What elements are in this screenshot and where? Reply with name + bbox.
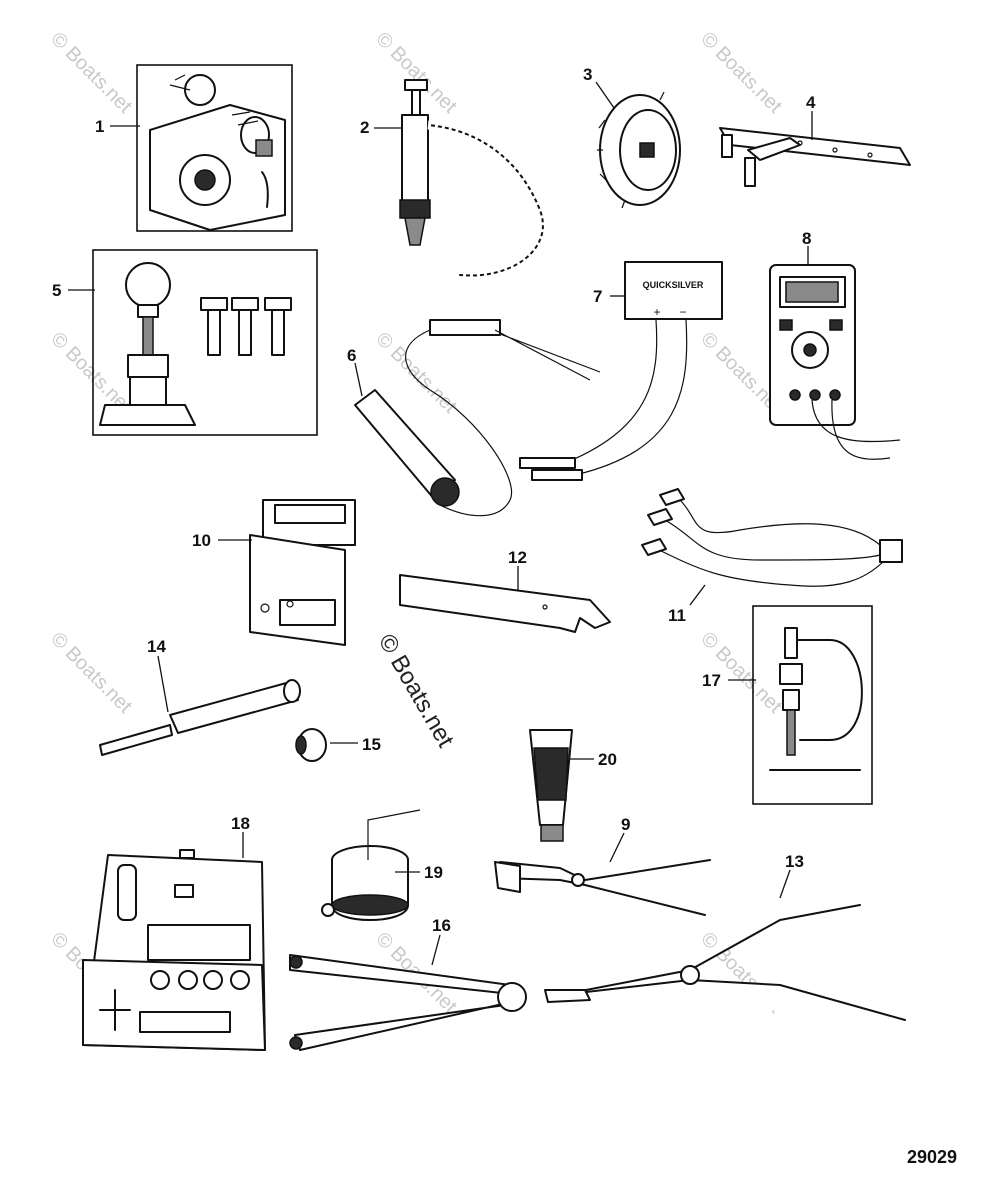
part-6 <box>354 319 601 517</box>
part-11 <box>641 488 903 587</box>
part-18 <box>82 849 266 1051</box>
callout-11: 11 <box>668 606 686 625</box>
part-3 <box>597 91 681 209</box>
part-2 <box>399 79 548 281</box>
part-19 <box>321 809 421 921</box>
watermark-7: © Boats.net <box>46 628 136 718</box>
part-9 <box>494 859 711 916</box>
part-14 <box>99 679 301 756</box>
part-4 <box>719 127 911 187</box>
callout-13: 13 <box>785 852 804 871</box>
callout-9: 9 <box>621 815 630 834</box>
part-17 <box>752 605 873 805</box>
leader-3 <box>595 81 615 109</box>
leader-16 <box>431 934 441 966</box>
part-20 <box>529 729 573 842</box>
part-12 <box>399 574 611 633</box>
figure-number: 29029 <box>907 1147 957 1167</box>
part-15 <box>295 728 327 762</box>
leader-14 <box>157 655 169 713</box>
callout-3: 3 <box>583 65 592 84</box>
watermark-1: © Boats.net <box>46 28 136 118</box>
callout-12: 12 <box>508 548 527 567</box>
leader-13 <box>779 869 791 899</box>
callout-1: 1 <box>95 117 104 136</box>
plus-label: + <box>653 305 660 319</box>
part-16 <box>289 954 527 1051</box>
watermark-3: © Boats.net <box>696 28 786 118</box>
callout-8: 8 <box>802 229 811 248</box>
leader-9 <box>609 832 625 863</box>
leader-11 <box>689 584 706 606</box>
minus-label: − <box>679 305 686 319</box>
callout-19: 19 <box>424 863 443 882</box>
part-8 <box>769 264 901 460</box>
callout-2: 2 <box>360 118 369 137</box>
callout-labels: 1 2 3 4 5 6 7 8 9 10 11 12 13 14 15 16 1… <box>52 65 816 935</box>
part-7: QUICKSILVER + − <box>519 261 723 481</box>
part-13 <box>544 904 906 1021</box>
callout-10: 10 <box>192 531 211 550</box>
part-10 <box>249 499 356 646</box>
callout-5: 5 <box>52 281 61 300</box>
callout-17: 17 <box>702 671 721 690</box>
callout-6: 6 <box>347 346 356 365</box>
leader-6 <box>354 362 363 397</box>
callout-15: 15 <box>362 735 381 754</box>
callout-18: 18 <box>231 814 250 833</box>
callout-4: 4 <box>806 93 816 112</box>
callout-14: 14 <box>147 637 166 656</box>
callout-16: 16 <box>432 916 451 935</box>
meter-brand-label: QUICKSILVER <box>643 280 704 290</box>
callout-7: 7 <box>593 287 602 306</box>
callout-20: 20 <box>598 750 617 769</box>
part-1 <box>136 64 293 232</box>
part-5 <box>92 249 318 436</box>
center-watermark: © Boats.net <box>373 630 459 753</box>
